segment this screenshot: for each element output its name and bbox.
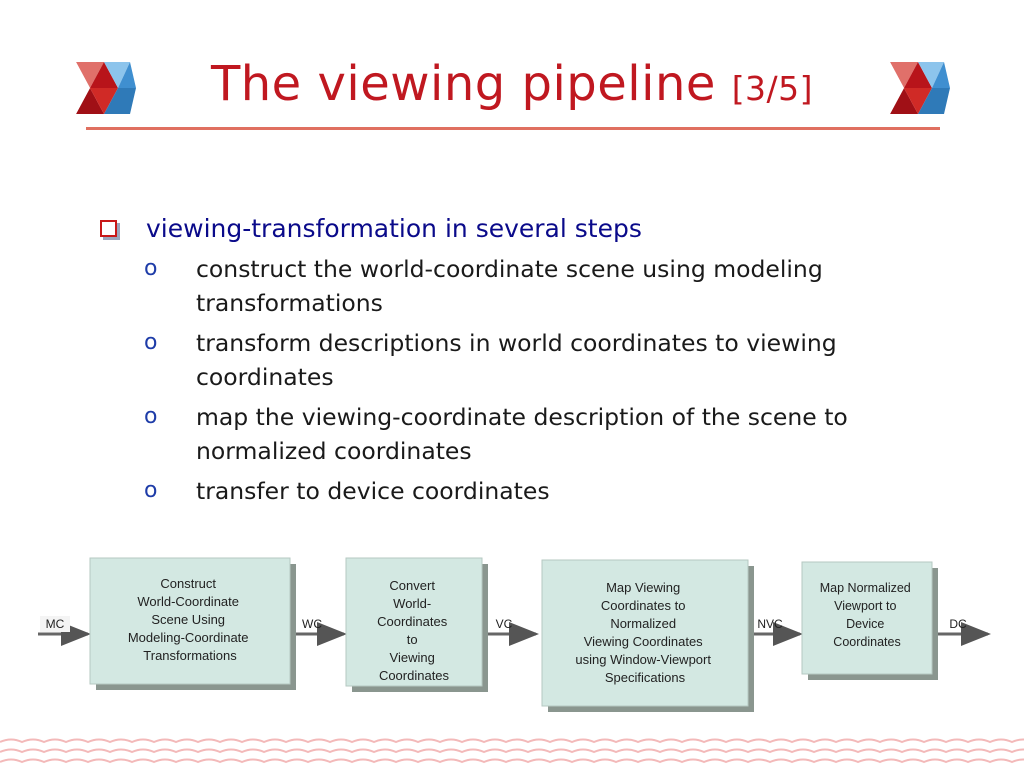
stage-2-line-5: Viewing [390,650,435,665]
arrow-label-wc: WC [302,617,322,631]
bullet-list: viewing-transformation in several steps … [98,212,978,508]
red-blue-diamond-logo-right [882,62,950,114]
slide-title: The viewing pipeline [3/5] [0,52,1024,121]
step-text: construct the world-coordinate scene usi… [196,255,823,317]
stage-4-line-4: Coordinates [833,635,900,649]
stage-3-line-1: Map Viewing [606,580,680,595]
stage-2-line-3: Coordinates [377,614,448,629]
heading-text: viewing-transformation in several steps [146,214,642,243]
stage-3-line-3: Normalized [610,616,676,631]
stage-1-line-1: Construct [160,576,216,591]
sub-bullet-1: o construct the world-coordinate scene u… [98,252,978,320]
circle-bullet-icon: o [144,478,158,503]
stage-3-line-5: using Window-Viewport [575,652,711,667]
stage-4-line-3: Device [846,617,884,631]
mc-label-bg [40,616,70,632]
sub-bullet-4: o transfer to device coordinates [98,474,978,508]
page-indicator: [3/5] [731,69,814,108]
viewing-pipeline-diagram: MC WC VC NVC DC Construct World-Coordina… [38,557,991,712]
svg-text:Map Viewing Coordinates: Map Viewing Coordinates to Normalized Vi… [575,580,714,685]
stage-box-1: Construct World-Coordinate Scene Using M… [89,557,296,690]
stage-1-line-5: Transformations [143,648,237,663]
svg-text:Convert World- Coo: Convert World- Coordinates to Viewing Co… [377,578,451,683]
stage-box-4: Map Normalized Viewport to Device Coordi… [801,561,938,680]
title-text: The viewing pipeline [210,56,716,112]
stage-3-line-4: Viewing Coordinates [584,634,703,649]
arrow-label-mc: MC [46,617,65,631]
stage-2-line-6: Coordinates [379,668,450,683]
stage-1-line-3: Scene Using [151,612,225,627]
stage-1-line-2: World-Coordinate [137,594,239,609]
arrow-label-vc: VC [496,617,513,631]
title-underline [86,127,940,130]
wave-line [0,758,1024,764]
wave-line [0,738,1024,744]
stage-3-line-6: Specifications [605,670,686,685]
stage-1-line-4: Modeling-Coordinate [128,630,249,645]
svg-text:Map Normalized Viewport: Map Normalized Viewport to Device Coordi… [820,581,915,649]
sub-bullet-3: o map the viewing-coordinate description… [98,400,978,468]
red-blue-diamond-logo [68,62,136,114]
arrow-label-dc: DC [949,617,967,631]
step-text: transform descriptions in world coordina… [196,329,837,391]
circle-bullet-icon: o [144,404,158,429]
circle-bullet-icon: o [144,330,158,355]
stage-2-line-2: World- [393,596,431,611]
checkbox-bullet-icon [100,220,117,237]
stage-4-line-1: Map Normalized [820,581,911,595]
step-text: map the viewing-coordinate description o… [196,403,848,465]
sub-bullet-2: o transform descriptions in world coordi… [98,326,978,394]
stage-4-line-2: Viewport to [834,599,896,613]
stage-3-line-2: Coordinates to [601,598,686,613]
stage-2-line-4: to [407,632,418,647]
decorative-wave-band [0,738,1024,764]
circle-bullet-icon: o [144,256,158,281]
bullet-heading: viewing-transformation in several steps [98,212,978,246]
wave-line [0,748,1024,754]
stage-2-line-1: Convert [389,578,435,593]
arrow-label-nvc: NVC [757,617,783,631]
svg-text:Construct World-Coordina: Construct World-Coordinate Scene Using M… [128,576,252,663]
step-text: transfer to device coordinates [196,477,550,505]
stage-box-2: Convert World- Coordinates to Viewing Co… [345,557,488,692]
stage-box-3: Map Viewing Coordinates to Normalized Vi… [541,559,754,712]
